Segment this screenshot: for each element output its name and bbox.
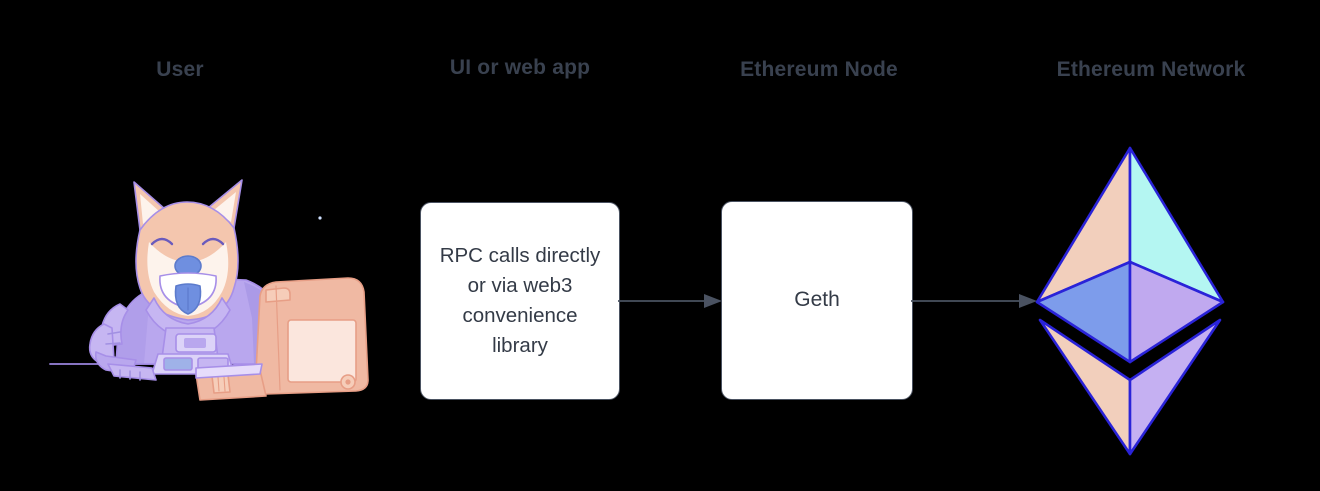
column-label-ethereum-network: Ethereum Network [1056,58,1246,81]
ethereum-logo [1030,140,1230,462]
arrow-rpc-to-geth [618,291,724,311]
process-box-rpc-calls[interactable]: RPC calls directly or via web3 convenien… [420,202,620,400]
process-box-geth[interactable]: Geth [721,201,913,400]
column-label-ui-or-web-app: UI or web app [449,56,591,79]
process-box-geth-label: Geth [794,288,840,312]
arrow-geth-to-ethereum-network [911,291,1039,311]
column-label-ethereum-node: Ethereum Node [740,58,898,81]
doge-at-computer-illustration [48,168,372,412]
column-label-user: User [156,58,204,81]
process-box-rpc-calls-label: RPC calls directly or via web3 convenien… [439,244,601,357]
